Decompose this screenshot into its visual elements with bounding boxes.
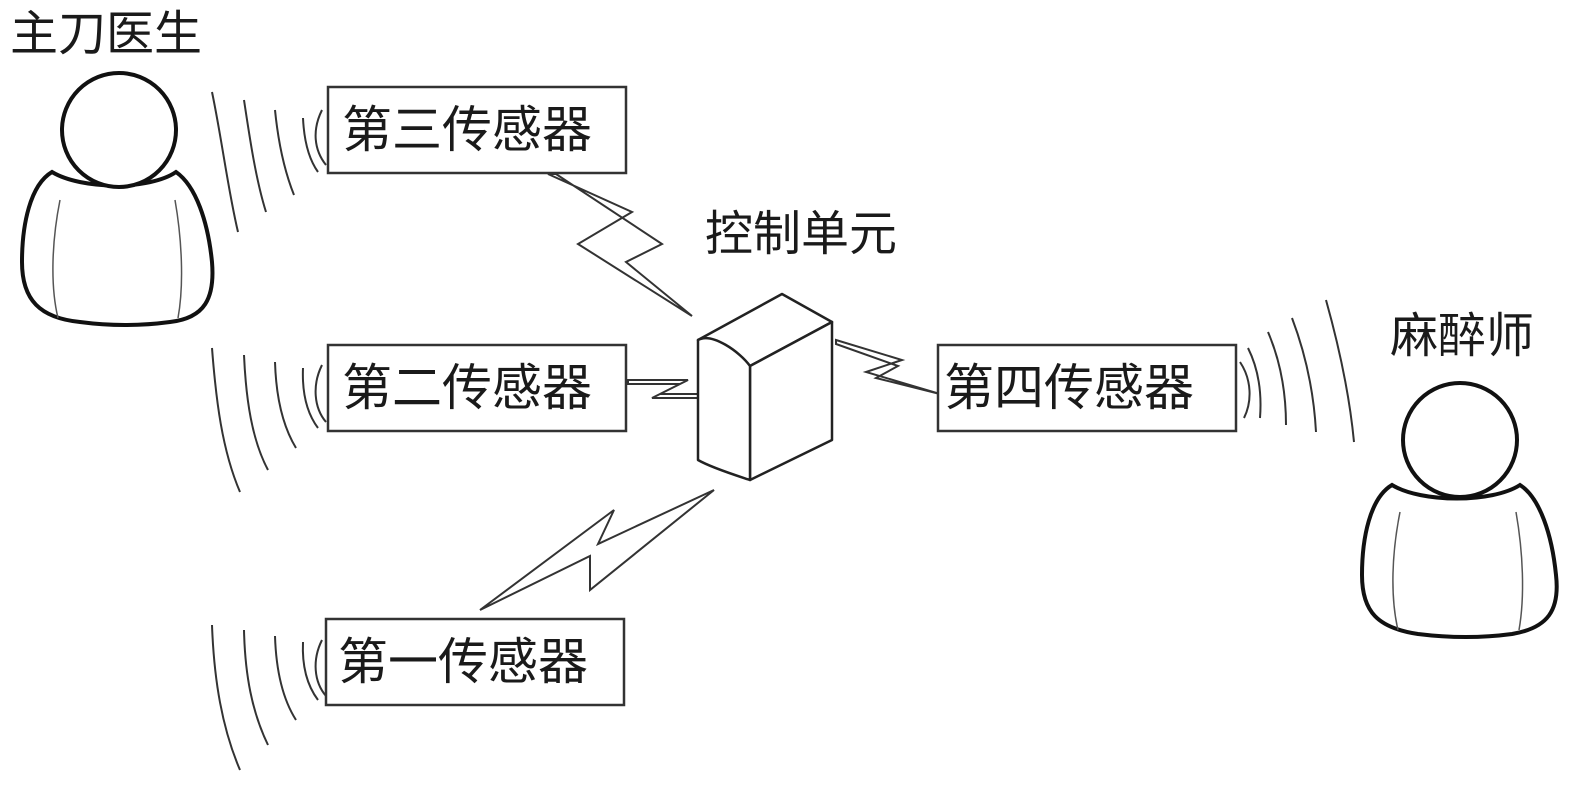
third-sensor-signal-waves xyxy=(211,91,327,233)
second-sensor-box: 第二传感器 xyxy=(326,343,628,433)
fourth-sensor-box: 第四传感器 xyxy=(936,343,1238,433)
control-unit-device xyxy=(696,292,834,482)
fourth-sensor-signal-waves xyxy=(1239,299,1355,443)
third-sensor-wireless-link xyxy=(547,173,693,317)
first-sensor-signal-waves xyxy=(211,624,327,771)
third-sensor-box: 第三传感器 xyxy=(326,85,628,175)
surgeon-person-icon xyxy=(19,71,215,327)
anesthetist-person-icon xyxy=(1359,381,1559,639)
first-sensor-label: 第一传感器 xyxy=(338,633,588,691)
control-unit-label: 控制单元 xyxy=(705,206,897,262)
third-sensor-label: 第三传感器 xyxy=(342,101,592,159)
fourth-sensor-wireless-link xyxy=(835,338,941,395)
anesthetist-label: 麻醉师 xyxy=(1390,308,1534,364)
first-sensor-box: 第一传感器 xyxy=(324,617,626,707)
second-sensor-label: 第二传感器 xyxy=(342,359,592,417)
second-sensor-wireless-link xyxy=(627,379,701,399)
second-sensor-signal-waves xyxy=(211,347,327,493)
first-sensor-wireless-link xyxy=(479,489,715,611)
surgeon-label: 主刀医生 xyxy=(10,6,202,62)
fourth-sensor-label: 第四传感器 xyxy=(944,359,1194,417)
